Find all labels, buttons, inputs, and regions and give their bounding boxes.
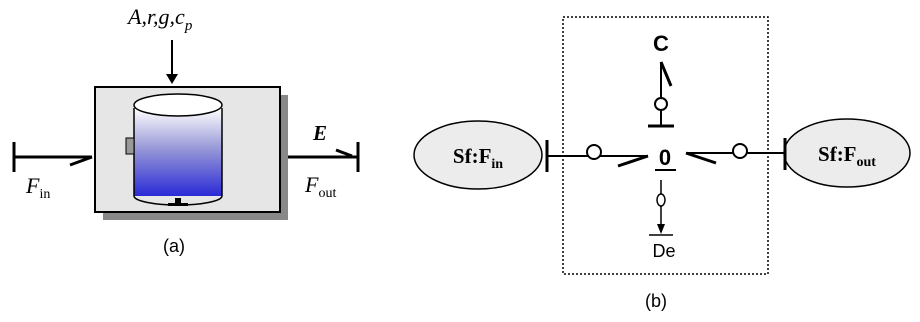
parameter-arrow [166,40,178,84]
bond-right [685,138,787,170]
junction-boundary [562,16,769,275]
flow-in-label: Fin [25,173,50,202]
flow-in-subscript: in [39,187,50,202]
tank-parameters-label: A,r,g,cp [126,4,193,34]
detector-label: De [652,241,675,261]
tank-pedestal [175,198,181,204]
tank-parameters-subscript: p [184,18,193,34]
tank-parameters-text: A,r,g,c [126,4,185,29]
effort-label: E [312,121,327,145]
source-left-subscript: in [491,157,503,172]
tank [125,93,223,206]
bond-capacitor [648,61,674,128]
source-right-subscript: out [857,155,877,170]
inflow-bond [12,142,93,172]
bond-right-causal-circle [732,143,748,159]
source-left-label: Sf:Fin [453,144,503,172]
bond-detector [649,180,673,236]
bond-capacitor-causal-circle [654,97,668,111]
flow-out-subscript: out [318,186,336,201]
panel-a: A,r,g,cp Fin [12,4,360,256]
flow-out-label: Fout [304,172,336,201]
capacitor-label: C [653,31,669,56]
bond-left [545,140,649,172]
bond-detector-causal-circle [656,193,666,207]
caption-a: (a) [163,236,185,256]
outflow-bond [288,142,360,172]
source-left-ellipse [413,120,543,190]
bond-left-causal-circle [586,144,602,160]
zero-junction: 0 [659,145,671,170]
source-right-label: Sf:Fout [818,142,876,170]
caption-b: (b) [645,291,667,311]
inlet-stub [125,137,135,155]
panel-b: Sf:Fin Sf:Fout 0 C [413,16,911,311]
